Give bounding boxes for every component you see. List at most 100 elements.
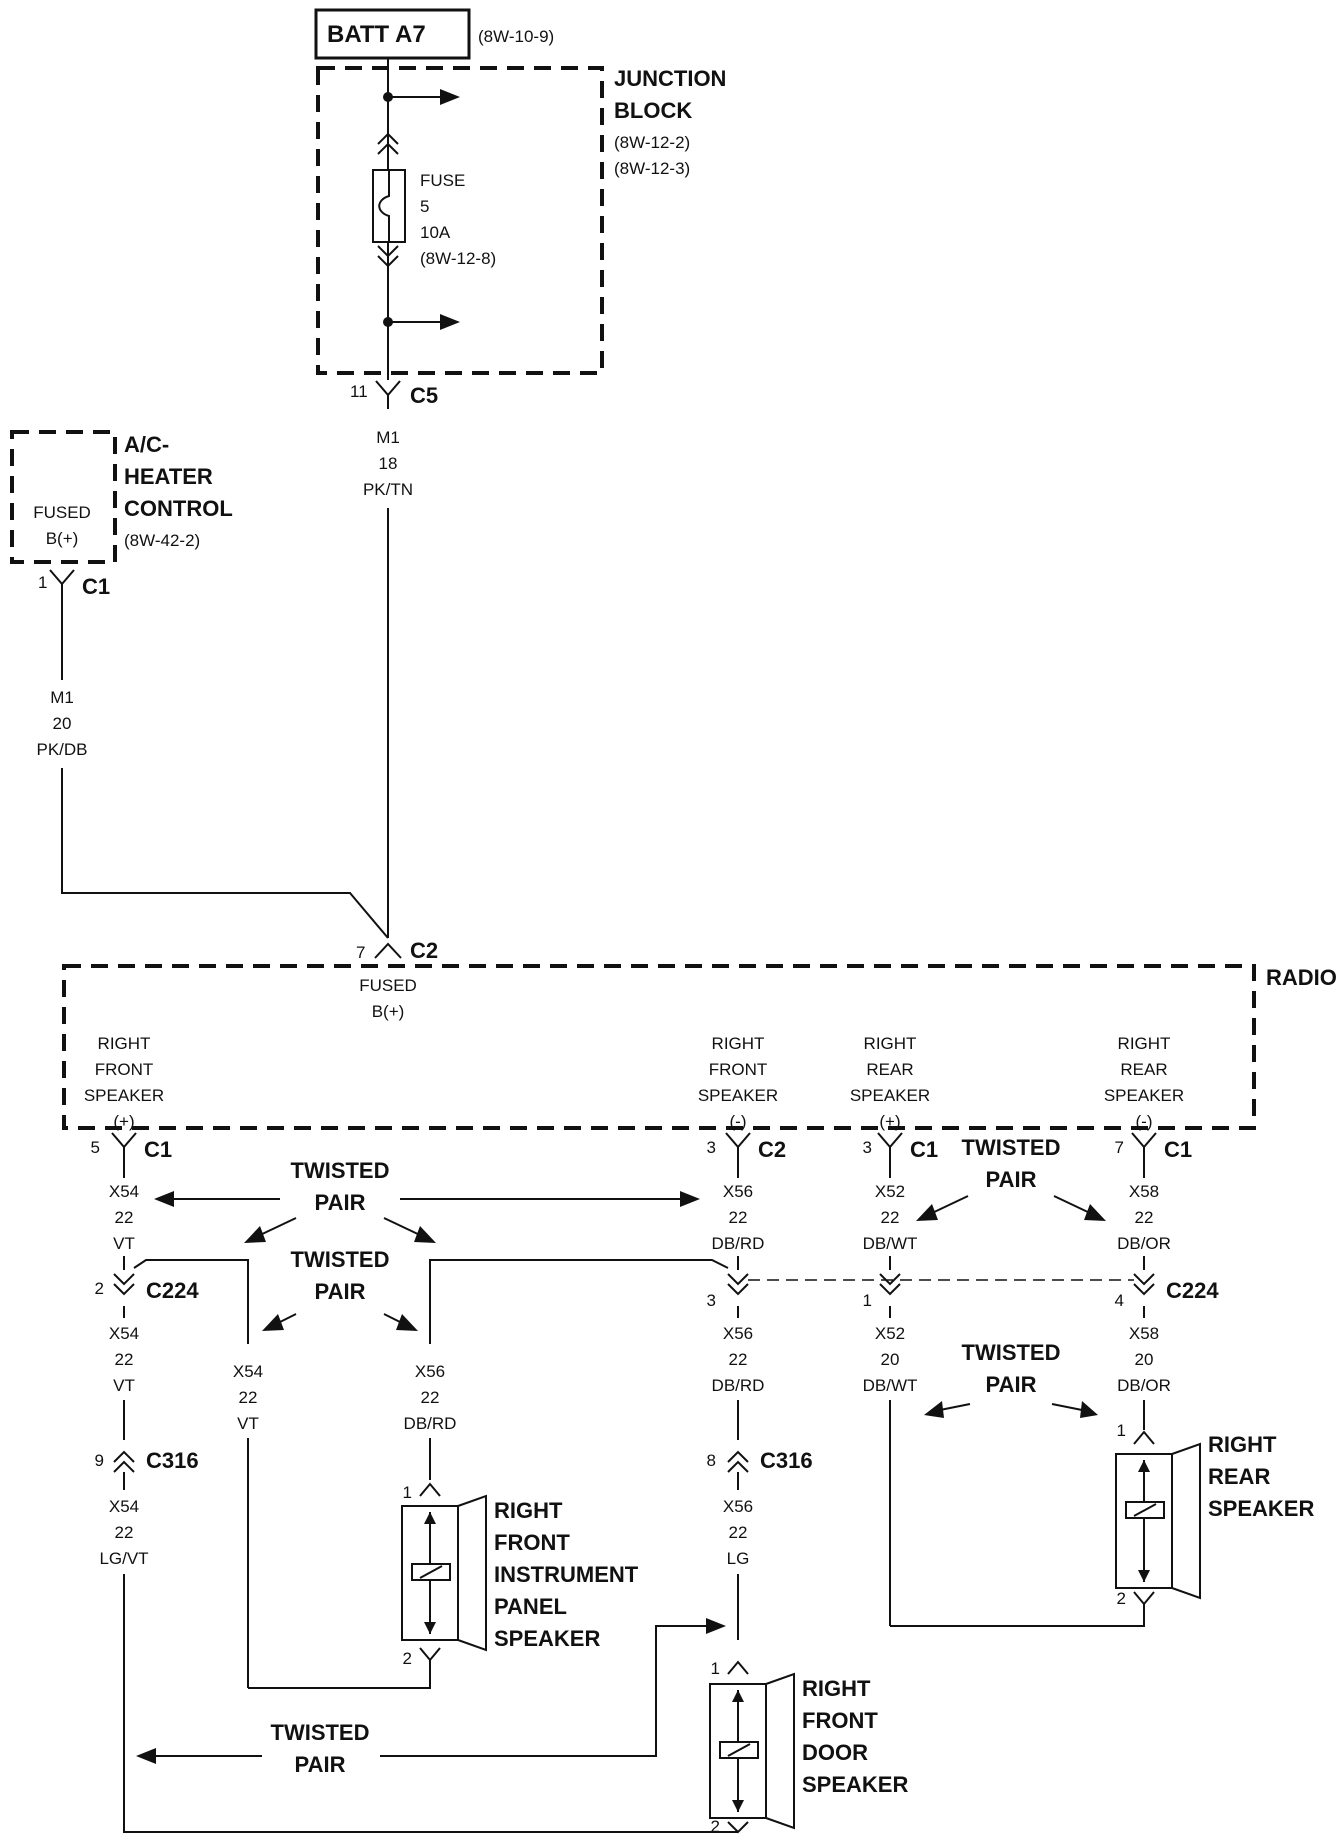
svg-text:PANEL: PANEL xyxy=(494,1594,567,1619)
svg-text:RIGHT: RIGHT xyxy=(1118,1034,1171,1053)
svg-text:X54: X54 xyxy=(109,1324,139,1343)
svg-text:FRONT: FRONT xyxy=(709,1060,768,1079)
svg-text:VT: VT xyxy=(113,1376,135,1395)
svg-text:(+): (+) xyxy=(113,1112,134,1131)
fuse-5: FUSE 5 10A (8W-12-8) xyxy=(372,169,496,268)
svg-text:RIGHT: RIGHT xyxy=(802,1676,871,1701)
fuse-label-1: FUSE xyxy=(420,171,465,190)
c5-pin: 11 xyxy=(350,382,368,401)
svg-text:(+): (+) xyxy=(879,1112,900,1131)
svg-text:FRONT: FRONT xyxy=(494,1530,570,1555)
svg-text:DB/RD: DB/RD xyxy=(712,1376,765,1395)
junction-block: JUNCTION BLOCK (8W-12-2) (8W-12-3) xyxy=(316,66,726,375)
wire-label-x56-a: X56 22 DB/RD xyxy=(712,1182,765,1253)
svg-text:8: 8 xyxy=(707,1451,716,1470)
svg-text:INSTRUMENT: INSTRUMENT xyxy=(494,1562,639,1587)
wire-label-x54-a: X54 22 VT xyxy=(109,1182,139,1253)
speaker-right-rear: 1 2 RIGHT REAR SPEAKER xyxy=(1115,1421,1314,1608)
junction-block-ref-1: (8W-12-2) xyxy=(614,133,690,152)
svg-text:4: 4 xyxy=(1115,1291,1124,1310)
twisted-pair-label-2: TWISTED PAIR xyxy=(962,1135,1061,1192)
svg-text:C224: C224 xyxy=(146,1278,199,1303)
svg-text:PAIR: PAIR xyxy=(315,1190,366,1215)
speaker-right-front-door: 1 2 RIGHT FRONT DOOR SPEAKER xyxy=(709,1659,908,1836)
svg-text:C1: C1 xyxy=(1164,1137,1192,1162)
svg-text:X54: X54 xyxy=(109,1182,139,1201)
svg-text:LG/VT: LG/VT xyxy=(99,1549,148,1568)
svg-text:1: 1 xyxy=(1117,1421,1126,1440)
twisted-pair-label-5: TWISTED PAIR xyxy=(271,1720,370,1777)
junction-block-ref-2: (8W-12-3) xyxy=(614,159,690,178)
wire-label-x54-b: X54 22 VT xyxy=(109,1324,139,1395)
svg-text:X58: X58 xyxy=(1129,1324,1159,1343)
svg-text:1: 1 xyxy=(711,1659,720,1678)
svg-text:DB/WT: DB/WT xyxy=(863,1376,918,1395)
svg-text:X52: X52 xyxy=(875,1324,905,1343)
svg-text:VT: VT xyxy=(237,1414,259,1433)
svg-text:(-): (-) xyxy=(1136,1112,1153,1131)
svg-text:DB/RD: DB/RD xyxy=(712,1234,765,1253)
svg-text:VT: VT xyxy=(113,1234,135,1253)
svg-text:SPEAKER: SPEAKER xyxy=(494,1626,600,1651)
wire-label-x52-a: X52 22 DB/WT xyxy=(863,1182,918,1253)
svg-text:20: 20 xyxy=(881,1350,900,1369)
radio-output-rr-plus: RIGHT REAR SPEAKER (+) 3 C1 xyxy=(850,1034,938,1162)
wire-label-x56-c: X56 22 LG xyxy=(723,1497,753,1568)
radio-fused-1: FUSED xyxy=(359,976,417,995)
connector-c5: 11 C5 xyxy=(350,380,438,410)
speaker-right-front-ip: 1 2 RIGHT FRONT INSTRUMENT PANEL SPEAKER xyxy=(401,1482,639,1668)
svg-text:1: 1 xyxy=(403,1483,412,1502)
svg-text:C2: C2 xyxy=(758,1137,786,1162)
svg-text:X58: X58 xyxy=(1129,1182,1159,1201)
svg-text:PAIR: PAIR xyxy=(315,1279,366,1304)
svg-text:C316: C316 xyxy=(146,1448,199,1473)
wire-label-x54-c: X54 22 LG/VT xyxy=(99,1497,148,1568)
radio-output-rf-plus: RIGHT FRONT SPEAKER (+) 5 C1 xyxy=(84,1034,172,1162)
svg-text:M1: M1 xyxy=(376,428,400,447)
svg-text:PAIR: PAIR xyxy=(986,1372,1037,1397)
svg-text:RIGHT: RIGHT xyxy=(1208,1432,1277,1457)
ac-heater-ref: (8W-42-2) xyxy=(124,531,200,550)
svg-text:18: 18 xyxy=(379,454,398,473)
svg-text:SPEAKER: SPEAKER xyxy=(698,1086,778,1105)
ac-heater-fused-2: B(+) xyxy=(46,529,79,548)
svg-text:RIGHT: RIGHT xyxy=(98,1034,151,1053)
svg-text:C316: C316 xyxy=(760,1448,813,1473)
svg-text:22: 22 xyxy=(1135,1208,1154,1227)
svg-text:PAIR: PAIR xyxy=(295,1752,346,1777)
fuse-label-3: 10A xyxy=(420,223,451,242)
svg-text:X56: X56 xyxy=(723,1324,753,1343)
svg-text:2: 2 xyxy=(711,1817,720,1836)
c5-name: C5 xyxy=(410,383,438,408)
fuse-label-2: 5 xyxy=(420,197,429,216)
svg-text:REAR: REAR xyxy=(1208,1464,1270,1489)
svg-text:22: 22 xyxy=(421,1388,440,1407)
wire-label-x54-ip: X54 22 VT xyxy=(233,1362,263,1433)
svg-text:7: 7 xyxy=(356,943,365,962)
svg-text:1: 1 xyxy=(38,573,47,592)
svg-text:C1: C1 xyxy=(82,574,110,599)
svg-text:1: 1 xyxy=(863,1291,872,1310)
svg-text:DB/OR: DB/OR xyxy=(1117,1234,1171,1253)
twisted-pair-label-1: TWISTED PAIR xyxy=(291,1158,390,1215)
connector-c316: 9 C316 8 C316 xyxy=(95,1448,813,1473)
svg-text:PAIR: PAIR xyxy=(986,1167,1037,1192)
svg-text:TWISTED: TWISTED xyxy=(291,1247,390,1272)
connector-radio-c2: 7 C2 xyxy=(356,938,438,963)
radio-label: RADIO xyxy=(1266,965,1337,990)
ac-heater-title-1: A/C- xyxy=(124,432,169,457)
battery-label: BATT A7 xyxy=(327,21,426,48)
wire-label-x56-ip: X56 22 DB/RD xyxy=(404,1362,457,1433)
svg-text:C2: C2 xyxy=(410,938,438,963)
svg-text:(-): (-) xyxy=(730,1112,747,1131)
svg-text:2: 2 xyxy=(95,1279,104,1298)
svg-text:X54: X54 xyxy=(233,1362,263,1381)
svg-text:20: 20 xyxy=(53,714,72,733)
svg-text:X56: X56 xyxy=(415,1362,445,1381)
svg-text:22: 22 xyxy=(729,1350,748,1369)
svg-text:M1: M1 xyxy=(50,688,74,707)
wire-label-x52-b: X52 20 DB/WT xyxy=(863,1324,918,1395)
svg-text:RIGHT: RIGHT xyxy=(712,1034,765,1053)
radio-output-rf-minus: RIGHT FRONT SPEAKER (-) 3 C2 xyxy=(698,1034,786,1162)
